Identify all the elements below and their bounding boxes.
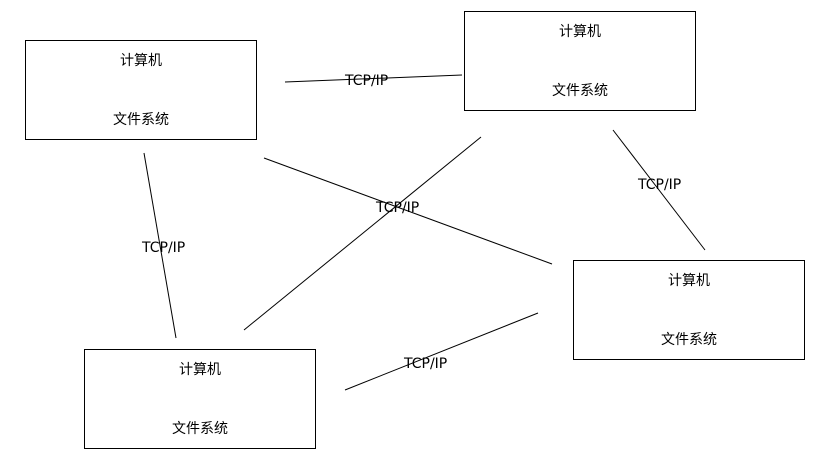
node-subtitle: 文件系统 bbox=[661, 332, 717, 348]
node-title: 计算机 bbox=[559, 24, 601, 40]
node-title: 计算机 bbox=[120, 53, 162, 69]
connection-line bbox=[243, 136, 482, 331]
computer-node: 计算机 文件系统 bbox=[84, 349, 316, 449]
connection-line bbox=[143, 152, 177, 339]
connection-label: TCP/IP bbox=[638, 177, 682, 193]
node-title: 计算机 bbox=[668, 273, 710, 289]
node-subtitle: 文件系统 bbox=[113, 112, 169, 128]
node-subtitle: 文件系统 bbox=[172, 421, 228, 437]
computer-node: 计算机 文件系统 bbox=[464, 11, 696, 111]
connection-line bbox=[263, 157, 553, 265]
connection-label: TCP/IP bbox=[404, 356, 448, 372]
computer-node: 计算机 文件系统 bbox=[573, 260, 805, 360]
connection-label: TCP/IP bbox=[345, 73, 389, 89]
connection-line bbox=[344, 312, 539, 391]
connection-label: TCP/IP bbox=[376, 200, 420, 216]
node-title: 计算机 bbox=[179, 362, 221, 378]
node-subtitle: 文件系统 bbox=[552, 83, 608, 99]
computer-node: 计算机 文件系统 bbox=[25, 40, 257, 140]
connection-label: TCP/IP bbox=[142, 240, 186, 256]
connection-line bbox=[612, 129, 706, 251]
connection-line bbox=[284, 74, 463, 83]
